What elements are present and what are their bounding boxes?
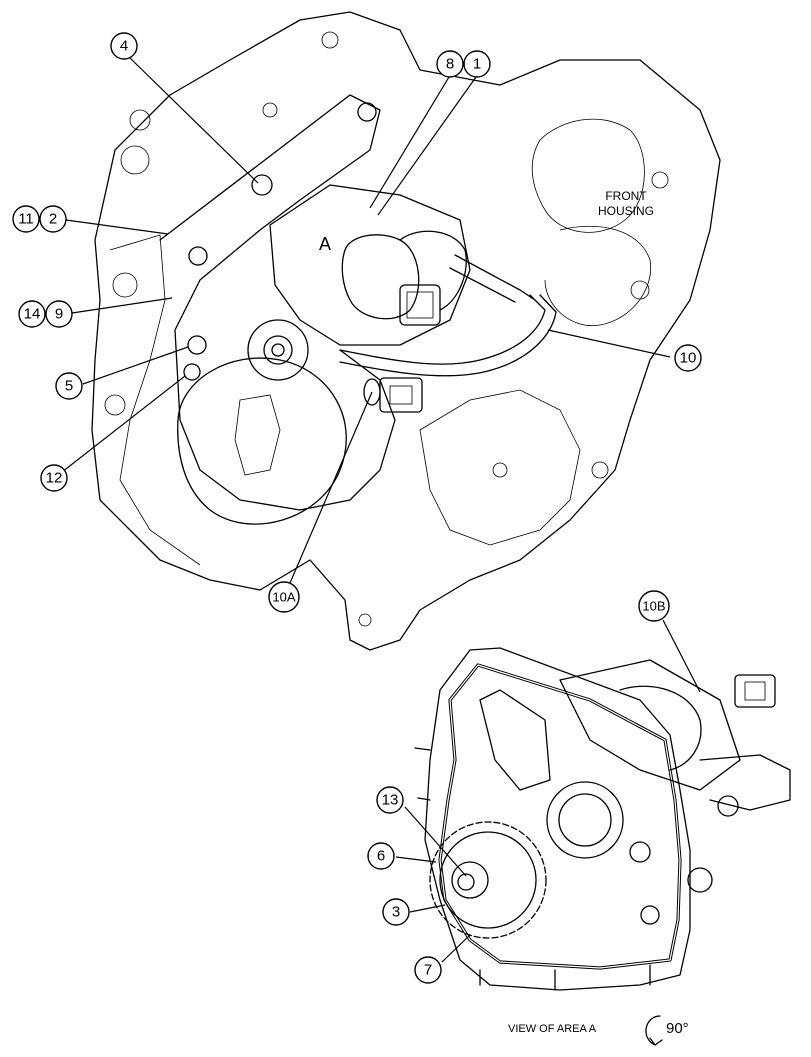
callout-8: 8 bbox=[436, 50, 464, 78]
svg-text:3: 3 bbox=[392, 904, 400, 921]
leader-lines bbox=[61, 57, 701, 963]
svg-text:1: 1 bbox=[473, 56, 481, 73]
svg-text:9: 9 bbox=[55, 306, 63, 323]
callout-14: 14 bbox=[18, 300, 46, 328]
callout-2: 2 bbox=[39, 205, 67, 233]
svg-text:2: 2 bbox=[49, 211, 57, 228]
callout-10A: 10A bbox=[268, 581, 300, 613]
svg-text:6: 6 bbox=[377, 848, 385, 865]
callout-3: 3 bbox=[382, 898, 410, 926]
engine-front-housing-assembly: A FRONT HOUSING bbox=[91, 11, 721, 651]
svg-text:13: 13 bbox=[382, 792, 399, 809]
svg-text:7: 7 bbox=[424, 962, 432, 979]
area-a-label: A bbox=[319, 234, 331, 254]
callout-5: 5 bbox=[55, 372, 83, 400]
front-housing-label-line1: FRONT bbox=[605, 189, 647, 203]
callout-4: 4 bbox=[110, 32, 138, 60]
svg-text:10A: 10A bbox=[272, 590, 295, 605]
svg-text:10B: 10B bbox=[642, 599, 665, 614]
callout-10B: 10B bbox=[638, 590, 670, 622]
rotation-arrow-icon bbox=[645, 1015, 663, 1046]
svg-text:14: 14 bbox=[24, 306, 41, 323]
svg-text:12: 12 bbox=[46, 470, 63, 487]
svg-text:10: 10 bbox=[680, 350, 697, 367]
front-housing-label-line2: HOUSING bbox=[598, 204, 654, 218]
view-caption: VIEW OF AREA A bbox=[508, 1023, 597, 1035]
callout-11: 11 bbox=[12, 205, 40, 233]
callout-9: 9 bbox=[45, 300, 73, 328]
callout-1: 1 bbox=[463, 50, 491, 78]
callout-13: 13 bbox=[376, 786, 404, 814]
rotation-label: 90° bbox=[666, 1020, 689, 1037]
view-of-area-a-detail bbox=[414, 647, 791, 991]
svg-text:5: 5 bbox=[65, 378, 73, 395]
callout-10: 10 bbox=[674, 344, 702, 372]
callout-7: 7 bbox=[414, 956, 442, 984]
callout-12: 12 bbox=[40, 464, 68, 492]
callout-6: 6 bbox=[367, 842, 395, 870]
svg-text:11: 11 bbox=[18, 211, 34, 228]
svg-text:4: 4 bbox=[120, 38, 128, 55]
svg-text:8: 8 bbox=[446, 56, 454, 73]
